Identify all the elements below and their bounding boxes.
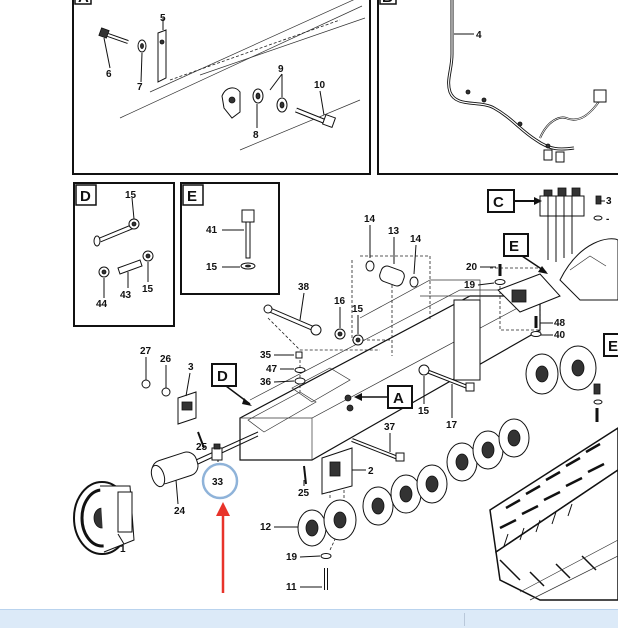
label-6: 6 [106, 69, 112, 80]
bolt-6 [98, 27, 129, 44]
bolt-17 [418, 364, 475, 392]
label-19a: 19 [464, 280, 476, 291]
tension-cylinder-24 [150, 451, 199, 488]
washer-27 [141, 379, 151, 389]
label-5: 5 [160, 13, 166, 24]
label-40: 40 [554, 330, 566, 341]
label-d15a: 15 [125, 190, 137, 201]
label-24: 24 [174, 506, 186, 517]
label-d15b: 15 [142, 284, 154, 295]
label-9: 9 [278, 64, 284, 75]
bolt-10 [295, 107, 337, 129]
bolt-35 [295, 351, 303, 359]
highlight-33: 33 [201, 460, 239, 593]
panel-d-letter: D [80, 188, 91, 205]
status-bar [0, 609, 618, 628]
label-36: 36 [260, 377, 272, 388]
status-bar-divider [464, 613, 465, 626]
label-7: 7 [137, 82, 143, 93]
connector-plug [593, 89, 607, 103]
label-17: 17 [446, 420, 458, 431]
label-25b: 25 [298, 488, 310, 499]
label-4: 4 [476, 30, 482, 41]
label-d44: 44 [96, 299, 108, 310]
bottom-rollers [297, 418, 530, 547]
panel-b: B 4 [377, 0, 618, 175]
label-27: 27 [140, 346, 152, 357]
panel-a-letter: A [78, 0, 89, 6]
label-47: 47 [266, 364, 278, 375]
label-15a: 15 [352, 304, 364, 315]
label-38: 38 [298, 282, 310, 293]
label-20: 20 [466, 262, 478, 273]
spacer-13 [365, 260, 419, 288]
label-33: 33 [212, 477, 224, 488]
pin-25b [303, 465, 307, 485]
label-c3: 3 [606, 196, 612, 207]
label-d43: 43 [120, 290, 132, 301]
label-e41: 41 [206, 225, 218, 236]
panel-a-letter-box [74, 0, 92, 5]
panel-a-frame [72, 0, 371, 175]
panel-d: D 15 44 43 15 [73, 182, 175, 327]
washer-47 [294, 367, 306, 373]
label-13: 13 [388, 226, 400, 237]
label-11: 11 [286, 582, 297, 593]
panel-b-letter: B [382, 0, 393, 6]
label-15b: 15 [418, 406, 430, 417]
callout-d: D [211, 363, 252, 406]
bracket-5 [157, 29, 167, 83]
grease-nipple-33 [211, 443, 223, 461]
panel-b-frame [377, 0, 618, 175]
svg-text:A: A [393, 390, 404, 407]
label-12: 12 [260, 522, 272, 533]
highlight-circle [201, 462, 239, 500]
callout-e-right: E [603, 333, 618, 357]
callout-a: A [344, 385, 413, 412]
callout-c: C [487, 189, 542, 213]
svg-text:E: E [608, 338, 618, 355]
nut-36 [294, 377, 306, 385]
label-37: 37 [384, 422, 396, 433]
main-assembly: C E D A E 14 1 [73, 187, 618, 601]
pin-d43 [117, 259, 143, 275]
red-arrow-head [216, 502, 230, 516]
rod-38 [263, 304, 322, 336]
panel-d-frame [73, 182, 175, 327]
panel-a: A 5 6 [72, 0, 371, 175]
label-e15: 15 [206, 262, 218, 273]
frame-post [453, 299, 481, 381]
washer-26 [161, 387, 171, 397]
label-2: 2 [368, 466, 374, 477]
svg-text:E: E [509, 238, 519, 255]
panel-e: E 41 15 [180, 182, 280, 295]
label-1: 1 [120, 544, 126, 555]
bolt-37 [351, 438, 405, 462]
svg-text:C: C [493, 194, 504, 211]
drive-housing [559, 238, 618, 301]
label-8: 8 [253, 130, 259, 141]
callout-e: E [503, 233, 548, 274]
idler-wheel-1 [73, 481, 135, 555]
label-48: 48 [554, 318, 566, 329]
label-25a: 25 [196, 442, 208, 453]
valve-block [539, 187, 585, 262]
label-14a: 14 [364, 214, 376, 225]
label-10: 10 [314, 80, 326, 91]
bolt-head-e41 [241, 209, 255, 223]
label-c-dash: - [606, 214, 609, 225]
support-bracket [497, 273, 561, 313]
label-3: 3 [188, 362, 194, 373]
panel-e-letter: E [187, 188, 197, 205]
label-19b: 19 [286, 552, 298, 563]
washer-19 [320, 553, 332, 559]
label-26: 26 [160, 354, 172, 365]
label-35: 35 [260, 350, 272, 361]
svg-text:D: D [217, 368, 228, 385]
label-16: 16 [334, 296, 346, 307]
track-chain [489, 427, 618, 601]
label-14b: 14 [410, 234, 422, 245]
